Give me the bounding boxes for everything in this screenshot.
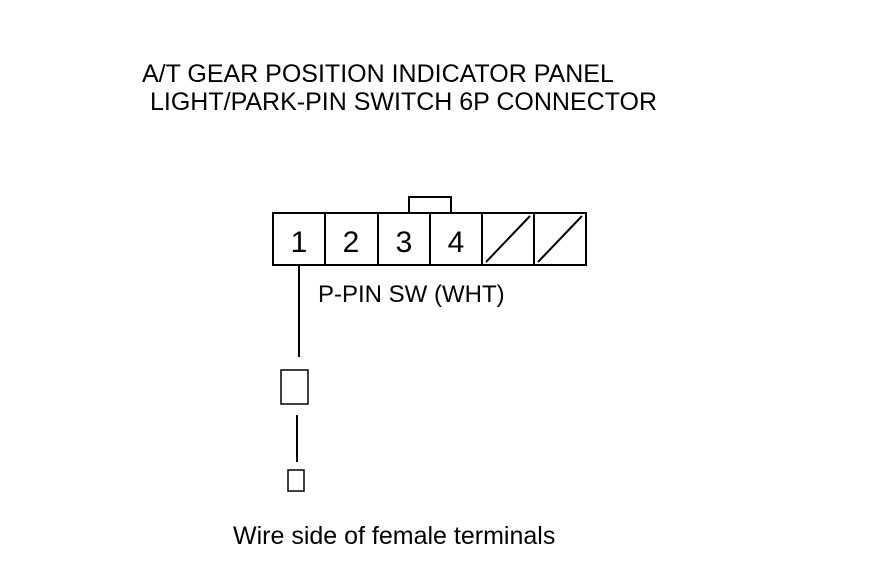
wire-terminal-end	[287, 469, 305, 492]
pin-number-3: 3	[396, 226, 413, 259]
unused-cavity-6-slash	[537, 215, 583, 263]
connector-lock-tab	[408, 196, 452, 213]
pin-number-4: 4	[448, 226, 465, 259]
diagram-title-line-1: A/T GEAR POSITION INDICATOR PANEL	[142, 60, 614, 88]
test-probe-body	[280, 369, 309, 405]
diagram-caption: Wire side of female terminals	[233, 522, 556, 550]
pin-number-1: 1	[291, 226, 308, 259]
unused-cavity-5-slash	[485, 215, 531, 263]
wire-label-p-pin-sw: P-PIN SW (WHT)	[318, 281, 505, 308]
diagram-title-line-2: LIGHT/PARK-PIN SWITCH 6P CONNECTOR	[150, 88, 658, 116]
pin-number-2: 2	[343, 226, 360, 259]
